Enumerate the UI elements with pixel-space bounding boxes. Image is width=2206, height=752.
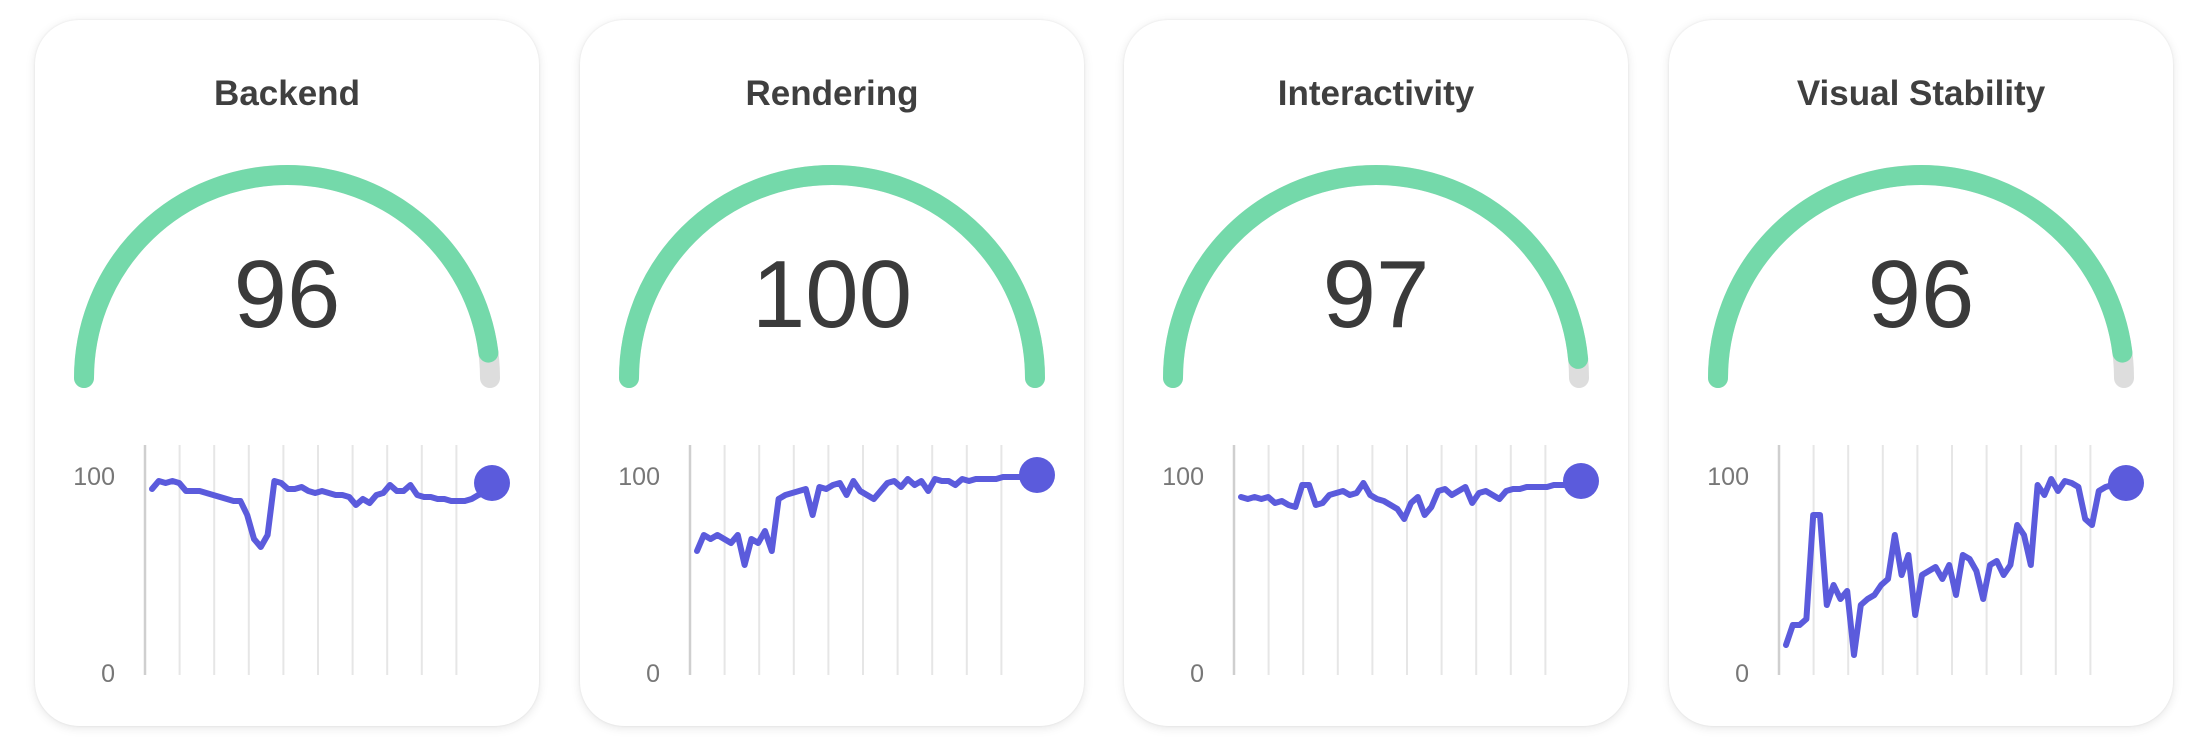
- score-card-rendering: Rendering 100 100 0: [580, 20, 1084, 726]
- y-tick-label-min: 0: [101, 660, 115, 688]
- y-tick-label-max: 100: [1162, 463, 1204, 491]
- latest-point-marker: [1563, 463, 1599, 499]
- score-card-backend: Backend 96 100 0: [35, 20, 539, 726]
- trend-line: [694, 472, 1040, 568]
- gauge-value-arc: [1163, 165, 1589, 388]
- y-tick-label-max: 100: [73, 463, 115, 491]
- trend-line: [1783, 476, 2129, 658]
- card-graphics: [1708, 165, 2144, 675]
- card-graphics: [1163, 165, 1599, 675]
- score-value: 100: [751, 241, 913, 348]
- card-title: Visual Stability: [1796, 74, 2046, 113]
- trend-line: [1238, 478, 1584, 522]
- y-tick-label-min: 0: [1735, 660, 1749, 688]
- latest-point-marker: [474, 465, 510, 501]
- card-title: Backend: [214, 74, 360, 113]
- card-graphics: [74, 165, 510, 675]
- gauge-value-arc: [74, 165, 499, 388]
- score-value: 97: [1322, 241, 1430, 348]
- card-title: Interactivity: [1277, 74, 1475, 113]
- y-tick-label-max: 100: [618, 463, 660, 491]
- gauge-value-arc: [1708, 165, 2133, 388]
- score-card-interactivity: Interactivity 97 100 0: [1124, 20, 1628, 726]
- y-tick-label-max: 100: [1707, 463, 1749, 491]
- score-value: 96: [233, 241, 341, 348]
- latest-point-marker: [2108, 465, 2144, 501]
- gauge-value-arc: [619, 165, 1045, 388]
- score-value: 96: [1867, 241, 1975, 348]
- y-tick-label-min: 0: [646, 660, 660, 688]
- latest-point-marker: [1019, 457, 1055, 493]
- card-graphics: [619, 165, 1055, 675]
- trend-line: [149, 478, 495, 550]
- score-card-visual-stability: Visual Stability 96 100 0: [1669, 20, 2173, 726]
- y-tick-label-min: 0: [1190, 660, 1204, 688]
- card-title: Rendering: [745, 74, 919, 113]
